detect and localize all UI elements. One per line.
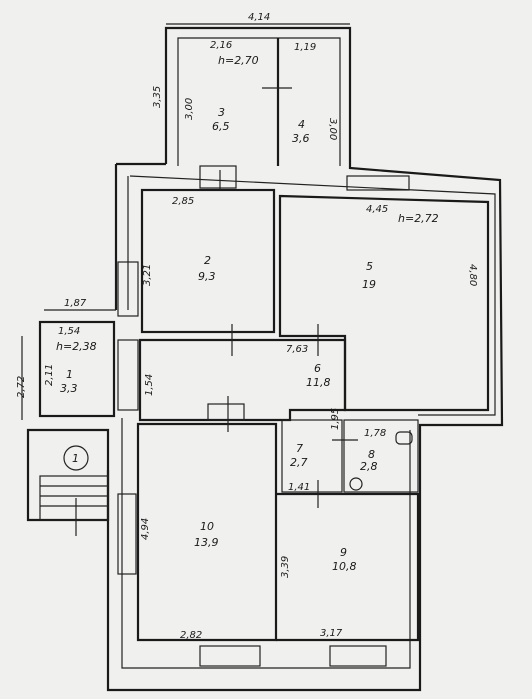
dimension-label: 1,19 (294, 42, 316, 53)
room-area: 13,9 (194, 536, 219, 549)
room-9-outline (276, 492, 420, 642)
window (346, 175, 410, 191)
entrance-marker-label: 1 (72, 452, 79, 465)
room-number: 4 (298, 118, 305, 131)
window (329, 645, 387, 667)
dimension-label: 7,63 (286, 344, 308, 355)
height-label-annex: h=2,70 (218, 54, 259, 67)
room-area: 10,8 (332, 560, 357, 573)
dimension-label: 1,41 (288, 482, 310, 493)
dimension-label: 3,39 (280, 556, 291, 578)
room-area: 3,6 (292, 132, 310, 145)
dimension-label: 2,82 (180, 630, 202, 641)
dimension-label: 3,21 (142, 264, 153, 286)
dimension-label: 1,78 (364, 428, 386, 439)
room-area: 19 (362, 278, 376, 291)
window (117, 261, 139, 317)
room-6-outline (138, 338, 347, 422)
dimension-label: 3,35 (152, 86, 163, 108)
dimension-label: 3,00 (184, 98, 195, 120)
dimension-label: 2,72 (16, 376, 27, 398)
dimension-label: 2,85 (172, 196, 194, 207)
toilet-icon (349, 477, 363, 491)
dimension-label: 4,80 (467, 264, 478, 286)
dimension-label: 4,14 (248, 12, 270, 23)
window (117, 339, 139, 411)
entrance-marker-circle (63, 445, 89, 471)
room-number: 9 (340, 546, 347, 559)
room-number: 2 (204, 254, 211, 267)
dimension-label: 1,87 (64, 298, 87, 309)
room-number: 3 (218, 106, 225, 119)
room-2-outline (140, 188, 276, 334)
height-label-room1: h=2,38 (56, 340, 97, 353)
room-number: 6 (314, 362, 321, 375)
room-number: 10 (200, 520, 214, 533)
room-area: 6,5 (212, 120, 230, 133)
room-area: 3,3 (60, 382, 78, 395)
dimension-label: 4,94 (140, 518, 151, 540)
height-label-main: h=2,72 (398, 212, 439, 225)
room-area: 2,8 (360, 460, 378, 473)
main-outer-wall (106, 162, 504, 692)
dimension-label: 2,11 (44, 364, 55, 386)
dimension-label: 3,00 (327, 118, 338, 140)
window (199, 165, 237, 189)
room-1-outline (38, 320, 116, 418)
window (199, 645, 261, 667)
annex-outer-wall (164, 26, 352, 164)
dimension-label: 1,54 (58, 326, 80, 337)
room-8-outline (343, 419, 419, 493)
room-number: 8 (368, 448, 375, 461)
dimension-label: 1,54 (144, 374, 155, 396)
steps (39, 475, 109, 521)
room-area: 2,7 (290, 456, 308, 469)
room-number: 5 (366, 260, 373, 273)
room-area: 9,3 (198, 270, 216, 283)
annex-inner-wall (177, 37, 341, 166)
window (117, 493, 137, 575)
room-number: 7 (296, 442, 303, 455)
dimension-label: 3,17 (320, 628, 343, 639)
dimension-label: 4,45 (366, 204, 388, 215)
dimension-label: 1,95 (330, 408, 341, 430)
room-7-outline (281, 419, 343, 493)
window (207, 403, 245, 421)
room-number: 1 (66, 368, 73, 381)
main-inner-wall (127, 175, 496, 416)
dimension-label: 2,16 (210, 40, 232, 51)
sink-icon (395, 431, 413, 445)
room-area: 11,8 (306, 376, 331, 389)
lower-left-inner (121, 418, 411, 669)
